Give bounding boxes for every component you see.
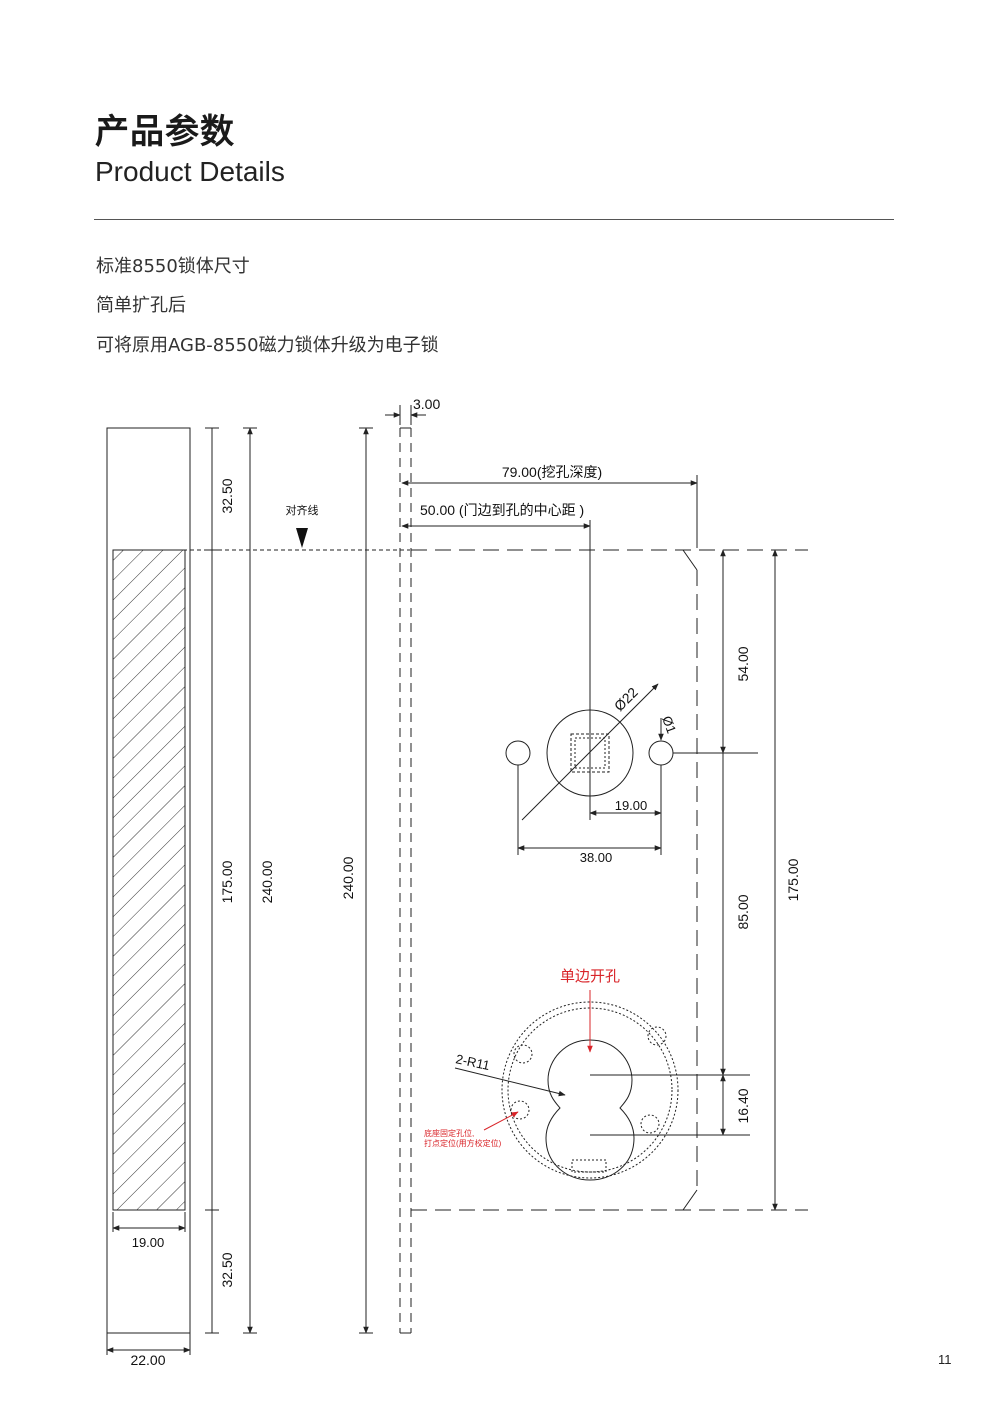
description-line-2: 简单扩孔后 bbox=[96, 295, 186, 316]
dim-middle-height: 175.00 bbox=[219, 860, 235, 903]
dim-top-margin: 32.50 bbox=[219, 478, 235, 513]
dim-plate-width: 22.00 bbox=[130, 1352, 165, 1368]
alignment-arrow-icon bbox=[296, 528, 308, 548]
dim-spindle-diameter: Ø22 bbox=[611, 684, 641, 714]
lock-case-hatched bbox=[112, 549, 186, 1211]
dim-total-height-a: 240.00 bbox=[259, 860, 275, 903]
dim-total-height-b: 240.00 bbox=[340, 856, 356, 899]
alignment-line-label: 对齐线 bbox=[286, 503, 319, 517]
dim-small-hole-diameter: Ø1 bbox=[659, 714, 679, 735]
face-plate-view bbox=[106, 427, 410, 1355]
description-line-1: 标准8550锁体尺寸 bbox=[96, 256, 250, 277]
dim-bottom-margin: 32.50 bbox=[219, 1252, 235, 1287]
dim-hole-span: 38.00 bbox=[580, 850, 613, 865]
lock-case-view bbox=[385, 405, 808, 1334]
base-fix-note-line2: 打点定位(用方校定位) bbox=[424, 1138, 502, 1148]
dim-radius-note: 2-R11 bbox=[454, 1051, 491, 1073]
dim-hole-spacing: 85.00 bbox=[735, 894, 751, 929]
single-side-hole-label: 单边开孔 bbox=[560, 968, 620, 985]
dim-upper-offset: 54.00 bbox=[735, 646, 751, 681]
page-title-cn: 产品参数 bbox=[95, 112, 235, 152]
page-title-en: Product Details bbox=[95, 156, 285, 187]
dim-edge-thickness: 3.00 bbox=[413, 396, 440, 412]
dim-cylinder-spacing: 16.40 bbox=[735, 1088, 751, 1123]
dim-right-height: 175.00 bbox=[785, 858, 801, 901]
base-fix-arrow bbox=[483, 1111, 519, 1131]
dim-face-width: 19.00 bbox=[132, 1235, 165, 1250]
dim-drill-depth: 79.00(挖孔深度) bbox=[502, 464, 602, 480]
description-line-3: 可将原用AGB-8550磁力锁体升级为电子锁 bbox=[96, 335, 439, 356]
face-plate-outline bbox=[106, 427, 191, 1334]
base-fix-note-line1: 底座固定孔位, bbox=[424, 1128, 474, 1138]
dim-center-distance: 50.00 (门边到孔的中心距 ) bbox=[420, 502, 584, 518]
title-divider bbox=[94, 219, 894, 220]
page-number: 11 bbox=[938, 1352, 952, 1367]
dim-spindle-to-hole: 19.00 bbox=[615, 798, 648, 813]
